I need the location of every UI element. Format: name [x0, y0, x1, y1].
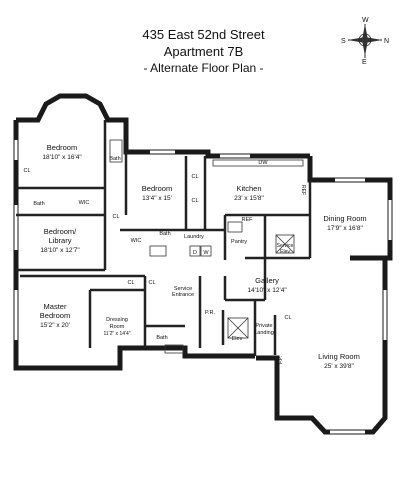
closet-label-1: CL: [23, 168, 30, 174]
bath-label-4: Bath: [156, 335, 167, 341]
walk-in-closet-label-2: WIC: [131, 238, 142, 244]
bedroom-1-name: Bedroom: [47, 143, 77, 152]
refrigerator-label-2: REF: [300, 185, 306, 195]
dressing-room-name-2: Room: [110, 324, 125, 330]
fireplace-label: F.P.: [278, 356, 284, 364]
closet-label-3: CL: [191, 198, 198, 204]
closet-label-5: CL: [148, 280, 155, 286]
rotated-labels: REF F.P.: [278, 185, 306, 364]
apartment-title: Apartment 7B: [163, 44, 244, 59]
exterior-walls: [13, 93, 393, 435]
dressing-room-dims: 11'2" x 14'4": [103, 331, 130, 337]
master-bedroom-name-2: Bedroom: [40, 311, 70, 320]
bedroom-2-name: Bedroom: [142, 184, 172, 193]
refrigerator-label-1: REF: [242, 217, 254, 223]
service-entrance-name-2: Entrance: [172, 292, 194, 298]
compass-rose: W S N E: [341, 17, 389, 66]
fixtures: [109, 139, 304, 354]
tub-3: [164, 344, 184, 354]
powder-room-label: P.R.: [205, 310, 215, 316]
closet-label-7: CL: [112, 214, 119, 220]
service-elev-name-2: Elev: [280, 249, 290, 255]
compass-south: S: [341, 38, 346, 45]
bath-label-3: Bath: [159, 231, 170, 237]
gallery-dims: 14'10" x 12'4": [247, 287, 287, 294]
bath-label-2: Bath: [33, 201, 44, 207]
library-name-2: Library: [49, 236, 72, 245]
service-entrance-name-1: Service: [174, 286, 192, 292]
fixture-labels: Bath Bath Bath Bath CL CL CL CL CL CL CL…: [23, 156, 291, 342]
room-labels: Bedroom 18'10" x 16'4" Bedroom 13'4" x 1…: [40, 143, 367, 370]
kitchen-name: Kitchen: [236, 184, 261, 193]
private-landing-name-1: Private: [255, 323, 272, 329]
living-room-name: Living Room: [318, 352, 360, 361]
dryer-box: [200, 245, 212, 257]
service-elevator-box: [275, 234, 295, 254]
gallery-name: Gallery: [255, 276, 279, 285]
compass-west: W: [362, 17, 369, 24]
laundry-label: Laundry: [184, 234, 204, 240]
bedroom-2-dims: 13'4" x 15': [142, 195, 172, 202]
closet-label-2: CL: [191, 174, 198, 180]
private-landing-name-2: Landing: [254, 330, 274, 336]
living-room-dims: 25' x 39'8": [324, 363, 354, 370]
compass-north: N: [384, 38, 389, 45]
elevator-box: [227, 317, 249, 339]
dryer-label: D: [193, 250, 197, 256]
bath-label-1: Bath: [109, 156, 120, 162]
dining-room-name: Dining Room: [323, 214, 366, 223]
elevator-label: Elev: [232, 336, 243, 342]
pantry-shelves: [227, 221, 243, 233]
interior-walls: [16, 120, 312, 356]
pantry-label: Pantry: [231, 239, 247, 245]
service-elev-name-1: Service: [277, 243, 294, 249]
kitchen-dims: 23' x 15'8": [234, 195, 264, 202]
closet-label-4: CL: [127, 280, 134, 286]
tub-2: [149, 245, 167, 257]
dining-room-dims: 17'9" x 16'8": [327, 225, 363, 232]
washer-box: [189, 245, 201, 257]
walk-in-closet-label-1: WIC: [79, 200, 90, 206]
address-title: 435 East 52nd Street: [142, 27, 265, 42]
compass-east: E: [362, 59, 367, 66]
dishwasher-label: DW: [258, 160, 268, 166]
tub-1: [109, 139, 123, 163]
bedroom-1-dims: 18'10" x 16'4": [42, 154, 82, 161]
windows: [14, 140, 392, 434]
closet-label-6: CL: [284, 315, 291, 321]
kitchen-counter: [212, 159, 304, 167]
library-name-1: Bedroom/: [44, 227, 77, 236]
plan-subtitle: - Alternate Floor Plan -: [143, 61, 264, 75]
master-bedroom-dims: 15'2" x 20': [40, 322, 70, 329]
dressing-room-name-1: Dressing: [106, 317, 128, 323]
library-dims: 18'10" x 12'7": [40, 247, 80, 254]
master-bedroom-name-1: Master: [44, 302, 67, 311]
washer-label: W: [203, 250, 209, 256]
